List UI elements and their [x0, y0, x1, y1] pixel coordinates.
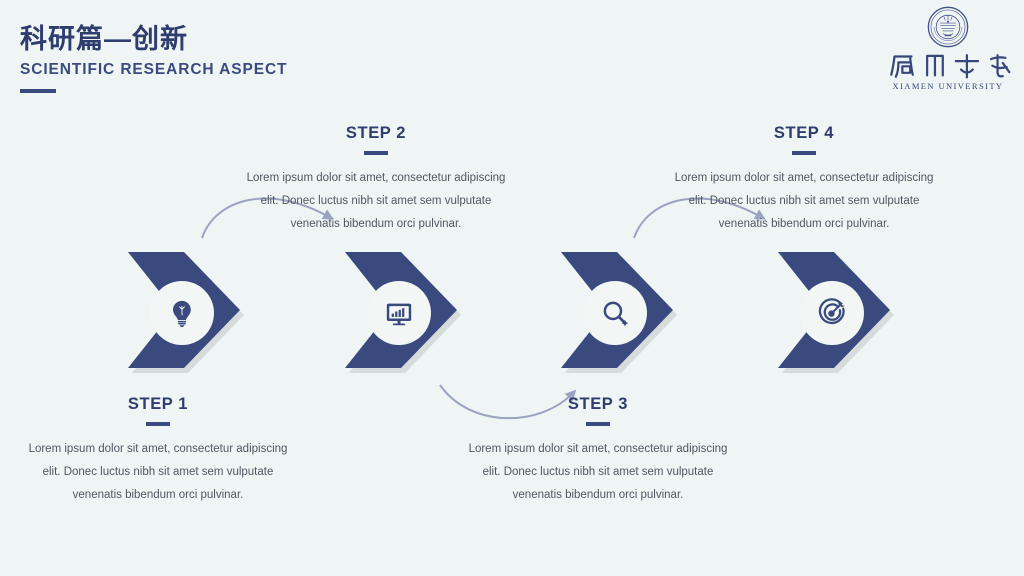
university-logo: XIAMEN UNIVERSITY: [888, 6, 1011, 91]
university-name-cn-icon: [890, 54, 1011, 79]
step-underline-rule-2: [364, 151, 388, 155]
step-text-2: STEP 2 Lorem ipsum dolor sit amet, conse…: [240, 124, 512, 236]
step-underline-rule-3: [586, 422, 610, 426]
step-body-3: Lorem ipsum dolor sit amet, consectetur …: [468, 442, 728, 501]
step-icon-circle-2: [367, 281, 431, 345]
step-text-4: STEP 4 Lorem ipsum dolor sit amet, conse…: [668, 124, 940, 236]
step-chevron-1[interactable]: [128, 252, 248, 374]
step-icon-circle-3: [583, 281, 647, 345]
university-name-en: XIAMEN UNIVERSITY: [892, 81, 1004, 91]
step-body-2: Lorem ipsum dolor sit amet, consectetur …: [246, 171, 506, 230]
title-underline-rule: [20, 89, 56, 93]
step-body-4: Lorem ipsum dolor sit amet, consectetur …: [674, 171, 934, 230]
step-icon-circle-1: [150, 281, 214, 345]
target-dart-icon: [818, 298, 845, 325]
page-title-en: SCIENTIFIC RESEARCH ASPECT: [20, 61, 288, 78]
step-text-1: STEP 1 Lorem ipsum dolor sit amet, conse…: [22, 395, 294, 507]
monitor-bar-chart-icon: [386, 303, 412, 326]
step-title-4: STEP 4: [773, 124, 835, 142]
step-text-3: STEP 3 Lorem ipsum dolor sit amet, conse…: [462, 395, 734, 507]
page-title-cn: 科研篇—创新: [20, 24, 188, 54]
step-chevron-4[interactable]: [778, 252, 898, 374]
step-chevron-2[interactable]: [345, 252, 465, 374]
step-underline-rule-1: [146, 422, 170, 426]
step-underline-rule-4: [792, 151, 816, 155]
step-icon-circle-4: [800, 281, 864, 345]
university-seal-icon: [927, 6, 969, 48]
magnifying-glass-icon: [603, 301, 629, 327]
step-body-1: Lorem ipsum dolor sit amet, consectetur …: [28, 442, 288, 501]
lightbulb-icon: [173, 300, 191, 328]
step-title-3: STEP 3: [567, 395, 629, 413]
step-title-2: STEP 2: [345, 124, 407, 142]
step-title-1: STEP 1: [127, 395, 189, 413]
slide-header: 科研篇—创新 SCIENTIFIC RESEARCH ASPECT: [20, 22, 287, 93]
step-chevron-3[interactable]: [561, 252, 681, 374]
